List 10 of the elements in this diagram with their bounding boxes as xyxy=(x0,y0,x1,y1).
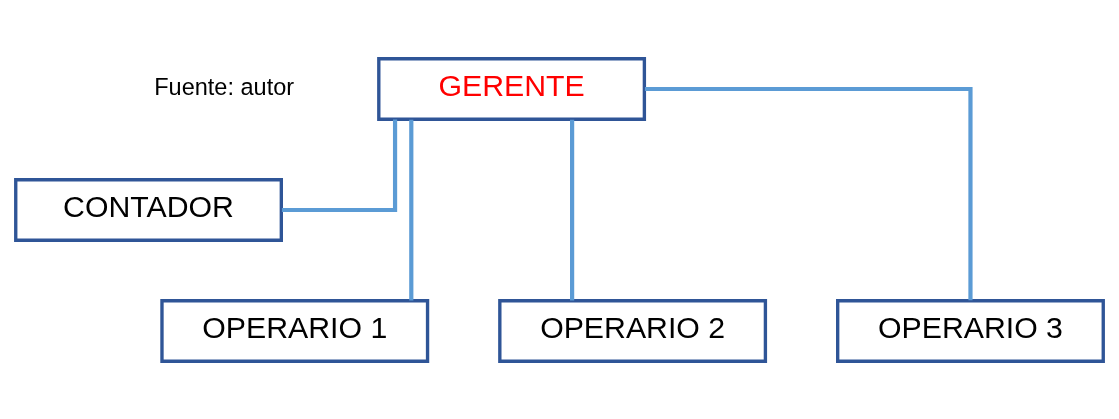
node-box: OPERARIO 2 xyxy=(498,298,768,363)
node-box: OPERARIO 1 xyxy=(160,298,430,363)
node-box: CONTADOR xyxy=(14,177,283,242)
node-box: OPERARIO 3 xyxy=(836,298,1105,363)
label: Fuente: autor xyxy=(154,73,295,100)
connector xyxy=(409,119,414,301)
node-box: GERENTE xyxy=(377,56,647,121)
connector xyxy=(644,86,973,300)
connector xyxy=(570,119,575,301)
connector xyxy=(281,119,398,212)
